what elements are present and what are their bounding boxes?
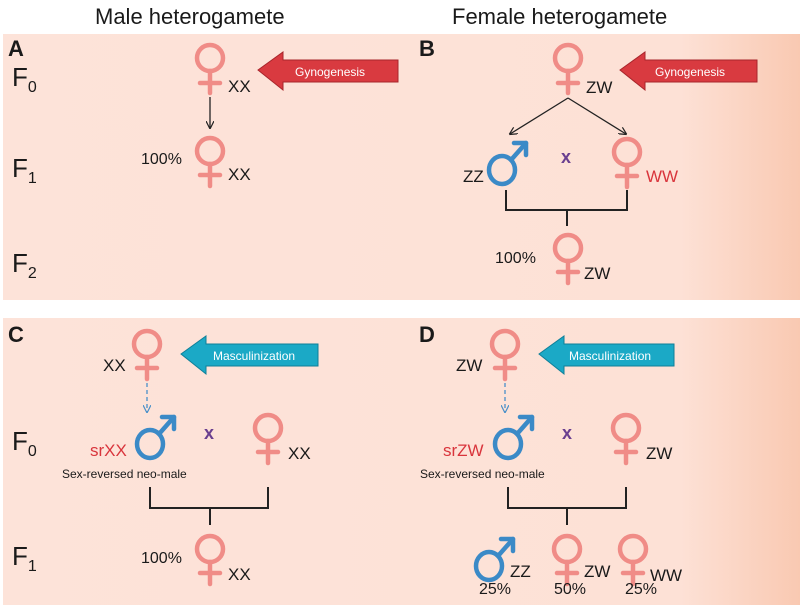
genotype-c-srxx: srXX xyxy=(90,441,127,460)
gynogenesis-arrow-b xyxy=(619,51,758,92)
panel-label-a: A xyxy=(8,36,24,61)
cross-symbol-d: x xyxy=(562,423,573,443)
masculinization-arrow-d xyxy=(538,335,675,376)
gen-label-bottom-f1: F1 xyxy=(12,541,37,575)
genotype-b-f1-female: WW xyxy=(646,167,679,186)
percent-c-f1: 100% xyxy=(141,550,182,567)
genotype-d-top: ZW xyxy=(456,356,483,375)
genotype-c-f0-female: XX xyxy=(288,444,311,463)
panel-label-c: C xyxy=(8,322,24,347)
b-cross-bracket xyxy=(505,190,628,226)
percent-a-f1: 100% xyxy=(141,151,182,168)
male-heterogamete-header: Male heterogamete xyxy=(95,4,285,29)
genotype-d-f0-female: ZW xyxy=(646,444,673,463)
male-symbol-c-f0 xyxy=(134,414,177,461)
male-symbol-b-f1 xyxy=(486,140,529,187)
panel-label-b: B xyxy=(419,36,435,61)
percent-b-f2: 100% xyxy=(495,250,536,267)
d-cross-bracket xyxy=(507,487,627,525)
masculinization-label-d: Masculinization xyxy=(569,349,652,363)
female-symbol-c-f0 xyxy=(252,412,284,466)
gen-label-top-f2: F2 xyxy=(12,248,37,282)
percent-d-f1-zw: 50% xyxy=(554,581,587,598)
female-symbol-a-f1 xyxy=(194,135,226,189)
genotype-c-top: XX xyxy=(103,356,126,375)
female-symbol-d-top xyxy=(489,328,521,382)
neo-male-label-d: Sex-reversed neo-male xyxy=(420,467,545,481)
b-left-arrow xyxy=(510,97,569,134)
neo-male-label-c: Sex-reversed neo-male xyxy=(62,467,187,481)
masculinization-arrow-c xyxy=(180,335,319,376)
female-symbol-a-f0 xyxy=(194,42,226,96)
gynogenesis-label-b: Gynogenesis xyxy=(655,65,726,79)
gynogenesis-arrow-a xyxy=(257,51,399,92)
masculinization-label-c: Masculinization xyxy=(213,349,296,363)
female-symbol-c-f1 xyxy=(194,533,226,587)
genotype-b-f1-male: ZZ xyxy=(463,167,484,186)
percent-d-f1-ww: 25% xyxy=(625,581,658,598)
genotype-d-f1-ww: WW xyxy=(650,566,683,585)
male-symbol-d-f0 xyxy=(492,414,535,461)
female-symbol-b-f0 xyxy=(552,42,584,96)
female-heterogamete-header: Female heterogamete xyxy=(452,4,668,29)
percent-d-f1-zz: 25% xyxy=(479,581,512,598)
genotype-a-f0: XX xyxy=(228,77,251,96)
genotype-c-f1: XX xyxy=(228,565,251,584)
genotype-d-f1-zw: ZW xyxy=(584,562,611,581)
c-cross-bracket xyxy=(149,487,269,525)
b-right-arrow xyxy=(567,97,626,134)
genotype-a-f1: XX xyxy=(228,165,251,184)
male-symbol-d-f1 xyxy=(473,536,516,583)
gynogenesis-label-a: Gynogenesis xyxy=(295,65,366,79)
cross-symbol-b: x xyxy=(561,147,572,167)
genotype-b-f2: ZW xyxy=(584,264,611,283)
female-symbol-d-f0 xyxy=(610,412,642,466)
genotype-d-f1-zz: ZZ xyxy=(510,562,531,581)
genotype-d-srzw: srZW xyxy=(443,441,484,460)
panel-label-d: D xyxy=(419,322,435,347)
female-symbol-d-f1-zw xyxy=(551,533,583,587)
female-symbol-b-f2 xyxy=(552,232,584,286)
gen-label-top-f1: F1 xyxy=(12,153,37,187)
female-symbol-d-f1-ww xyxy=(617,533,649,587)
female-symbol-b-f1 xyxy=(611,136,643,190)
gen-label-bottom-f0: F0 xyxy=(12,426,37,460)
female-symbol-c-top xyxy=(131,328,163,382)
cross-symbol-c: x xyxy=(204,423,215,443)
genotype-b-f0: ZW xyxy=(586,78,613,97)
gen-label-top-f0: F0 xyxy=(12,62,37,96)
